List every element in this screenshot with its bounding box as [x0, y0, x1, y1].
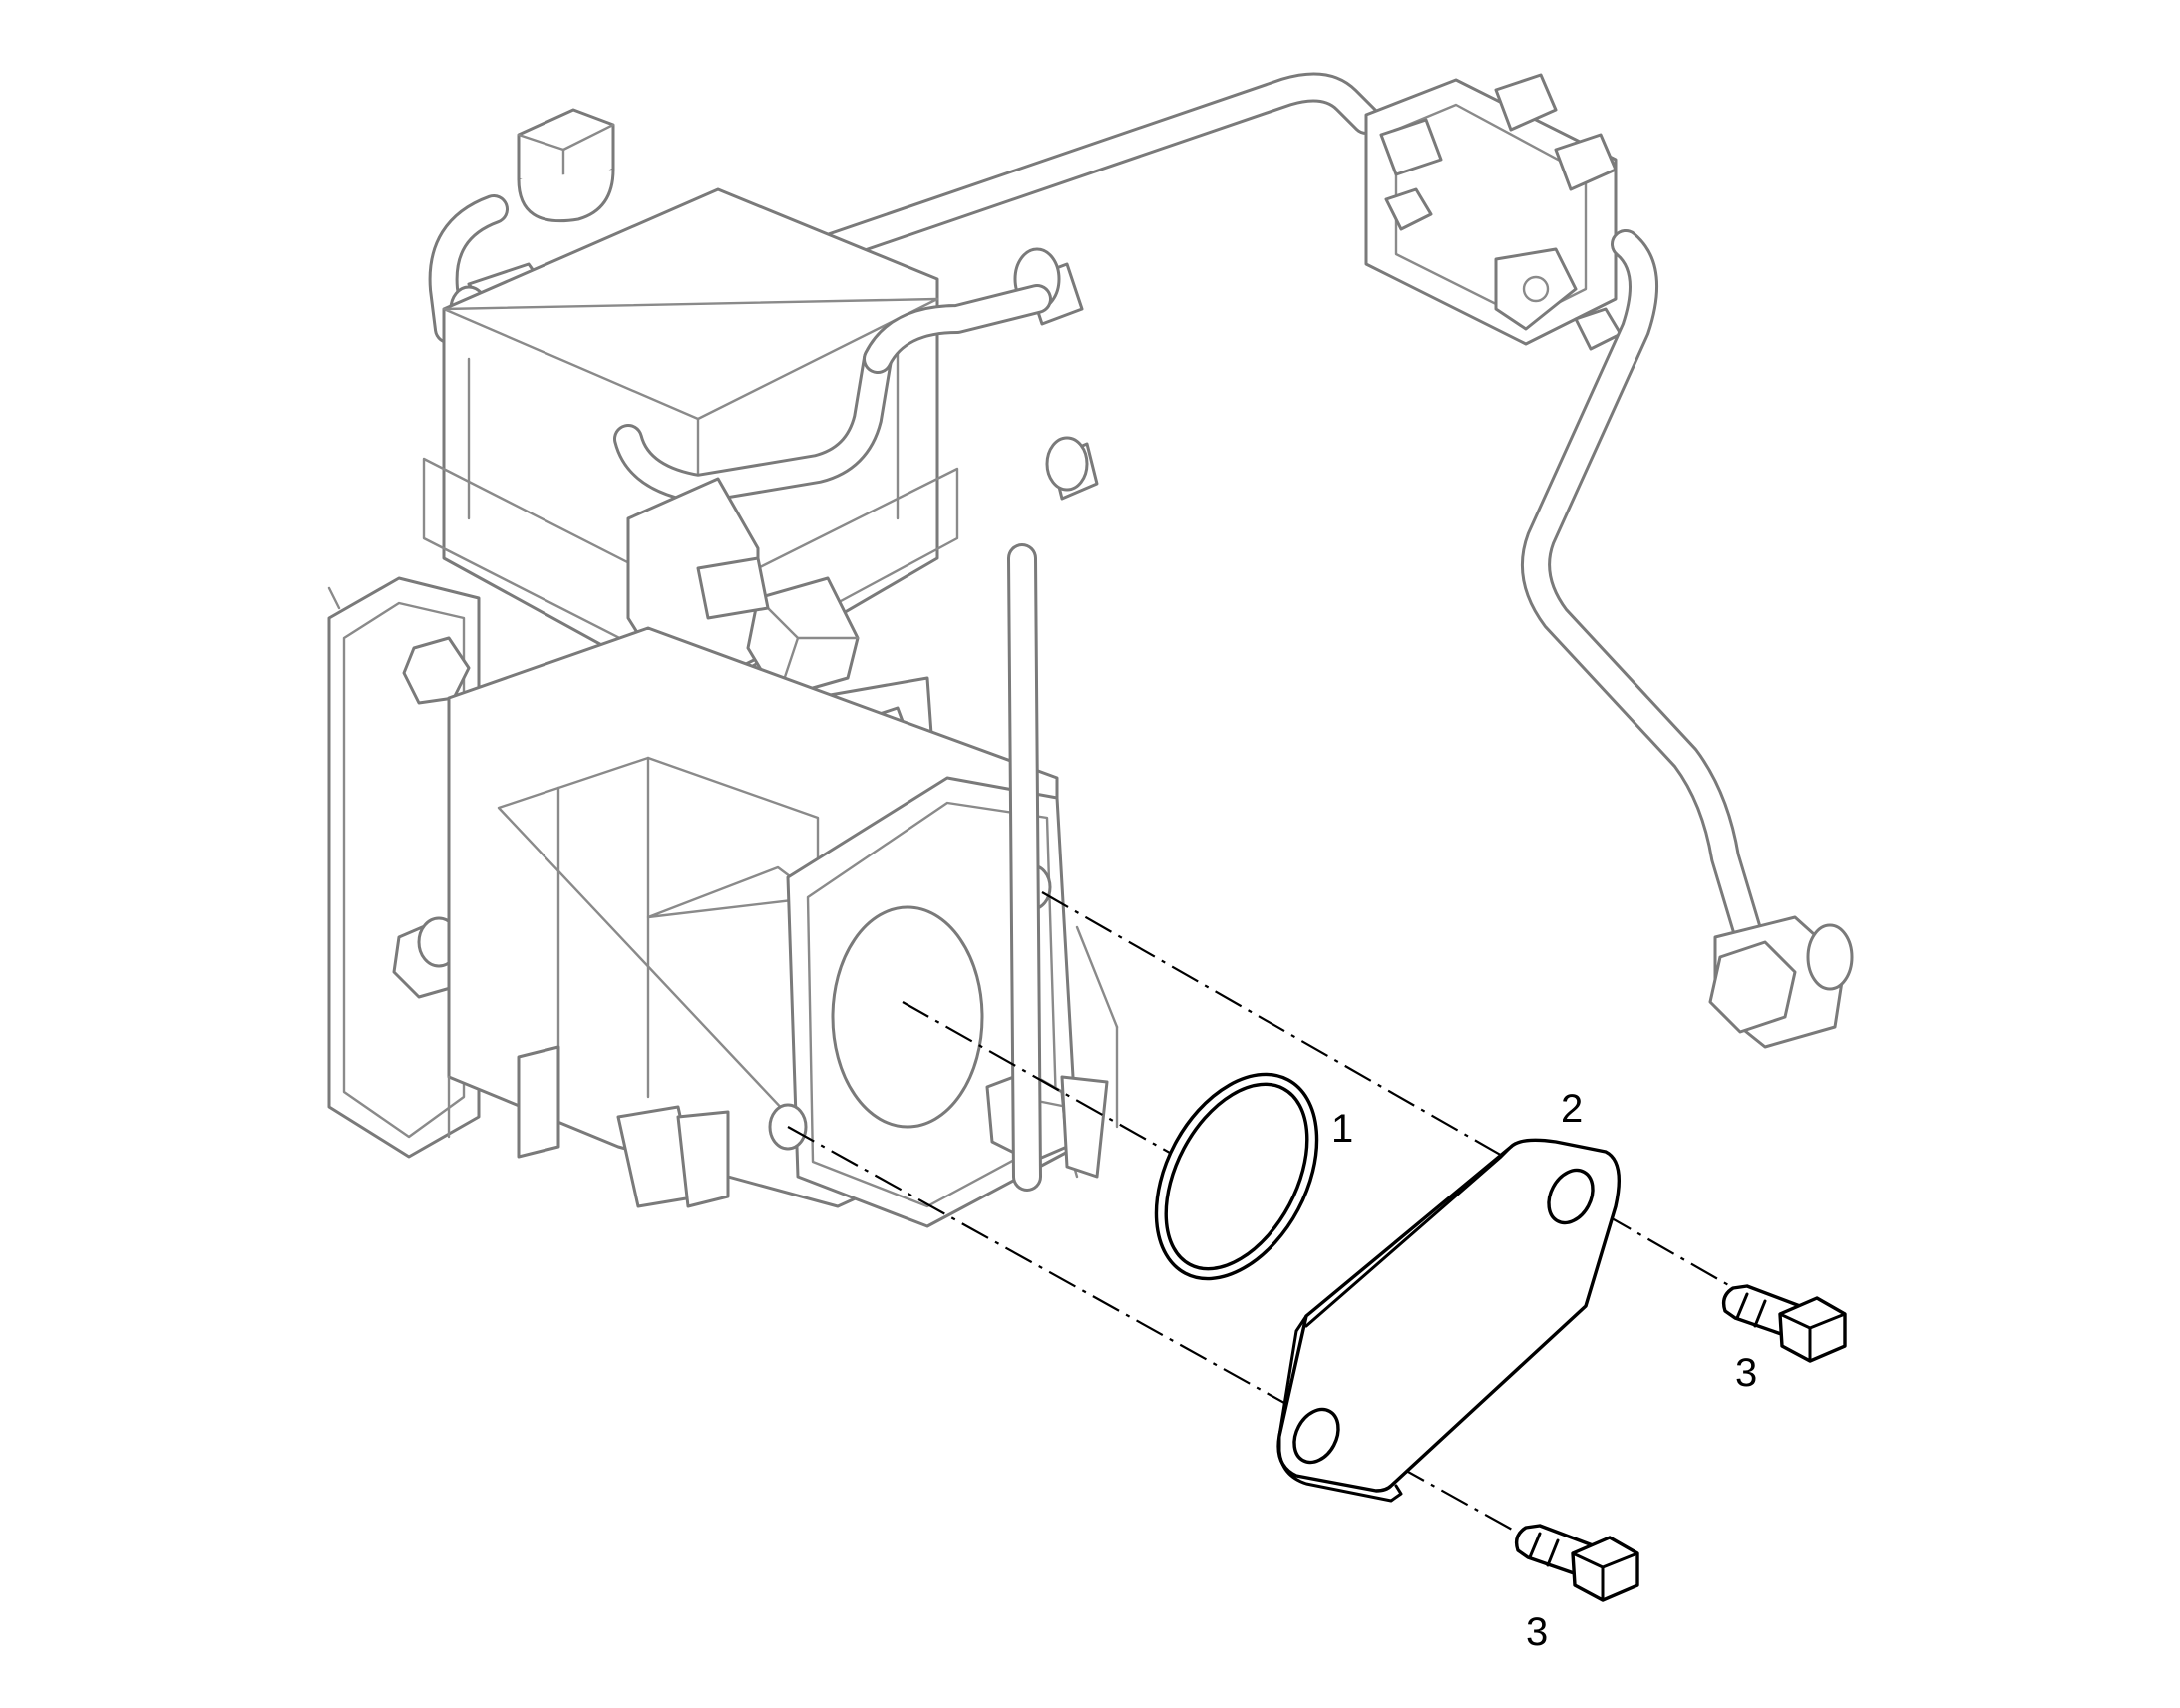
right-bracket	[1364, 73, 1623, 351]
centerline-lower-bolt	[787, 1126, 1542, 1546]
pump-assembly	[327, 72, 1854, 1228]
banjo-fitting	[1708, 915, 1854, 1049]
callout-bolt-upper: 3	[1735, 1351, 1757, 1395]
right-fuel-pipe	[1521, 229, 1770, 972]
assembly-centerlines	[787, 891, 1766, 1546]
centerline-gasket	[902, 1001, 1178, 1158]
side-return-pipe	[1007, 543, 1042, 1192]
top-bolt	[517, 108, 615, 223]
centerline-upper-bolt	[1041, 891, 1766, 1307]
callout-bolt-lower: 3	[1526, 1610, 1548, 1654]
left-flange	[327, 576, 481, 1159]
cover-plate	[1276, 1138, 1622, 1503]
callout-gasket: 1	[1331, 1107, 1353, 1151]
bolt-upper	[1721, 1284, 1847, 1363]
gasket-o-ring	[1154, 1072, 1319, 1281]
bolt-lower	[1514, 1524, 1639, 1602]
pump-upper-block	[422, 187, 959, 700]
mid-loop-pipe	[613, 284, 1052, 504]
callout-cover-plate: 2	[1561, 1087, 1583, 1131]
